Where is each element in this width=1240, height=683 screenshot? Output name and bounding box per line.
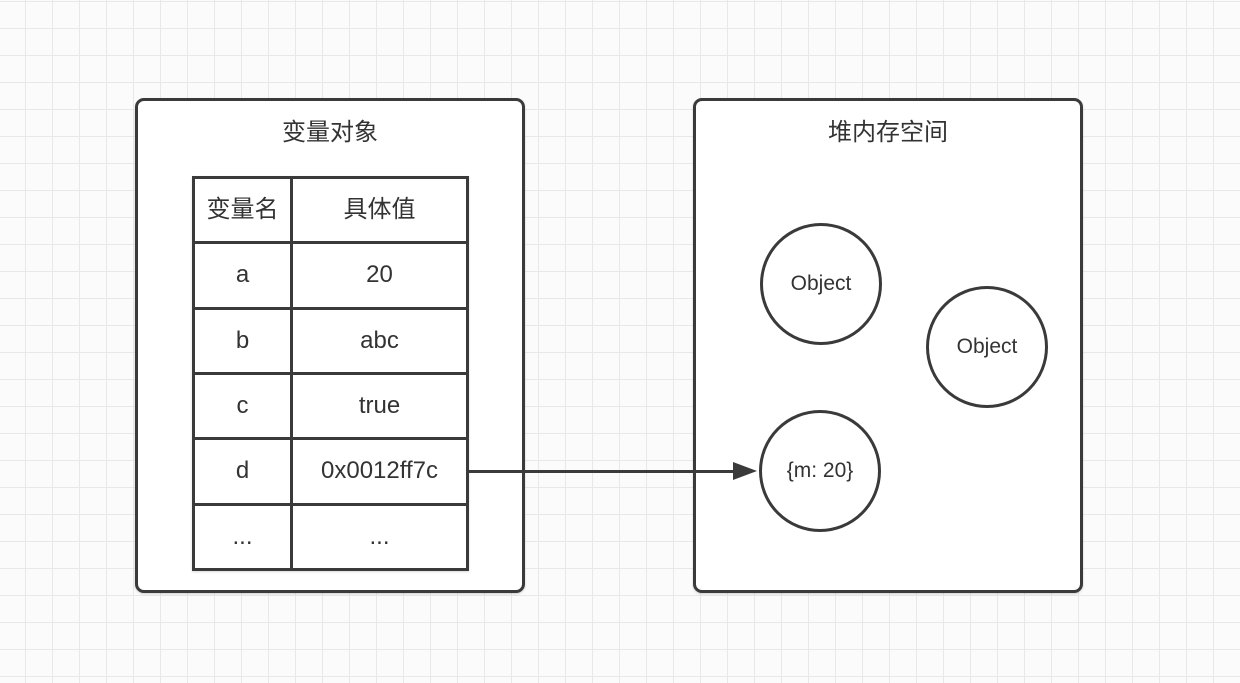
variable-value: ... [369,522,390,550]
variable-name: b [195,309,293,372]
table-row: d 0x0012ff7c [195,440,466,506]
heap-memory-title: 堆内存空间 [828,119,948,146]
table-row: a 20 [195,244,466,310]
variable-name: d [195,440,293,503]
table-row: c true [195,374,466,441]
heap-object-circle: Object [926,286,1048,408]
variable-object-title: 变量对象 [282,119,378,146]
heap-object-label: {m: 20} [786,459,854,482]
variable-name: ... [195,505,293,568]
header-variable-name: 变量名 [195,179,293,242]
heap-object-label: Object [790,272,852,295]
header-variable-value: 具体值 [343,196,416,224]
variable-value: true [358,392,401,420]
table-row: ... ... [195,505,466,568]
heap-object-label: Object [956,335,1018,358]
heap-memory-box: 堆内存空间 Object Object {m: 20} [693,98,1083,593]
variable-value: abc [360,326,399,354]
variable-value: 20 [366,261,393,289]
variable-name: a [195,244,293,307]
table-header-row: 变量名 具体值 [195,179,466,245]
pointer-arrow-line [469,470,735,473]
pointer-arrow-head-icon [733,462,757,480]
variables-table: 变量名 具体值 a 20 b abc c true d 0x0012ff7c .… [192,176,469,571]
table-row: b abc [195,309,466,375]
heap-object-circle-m20: {m: 20} [759,410,881,532]
variable-name: c [195,374,293,438]
variable-value-pointer: 0x0012ff7c [321,457,438,485]
heap-object-circle: Object [760,223,882,345]
variable-object-box: 变量对象 变量名 具体值 a 20 b abc c true d 0x0012f… [135,98,525,593]
